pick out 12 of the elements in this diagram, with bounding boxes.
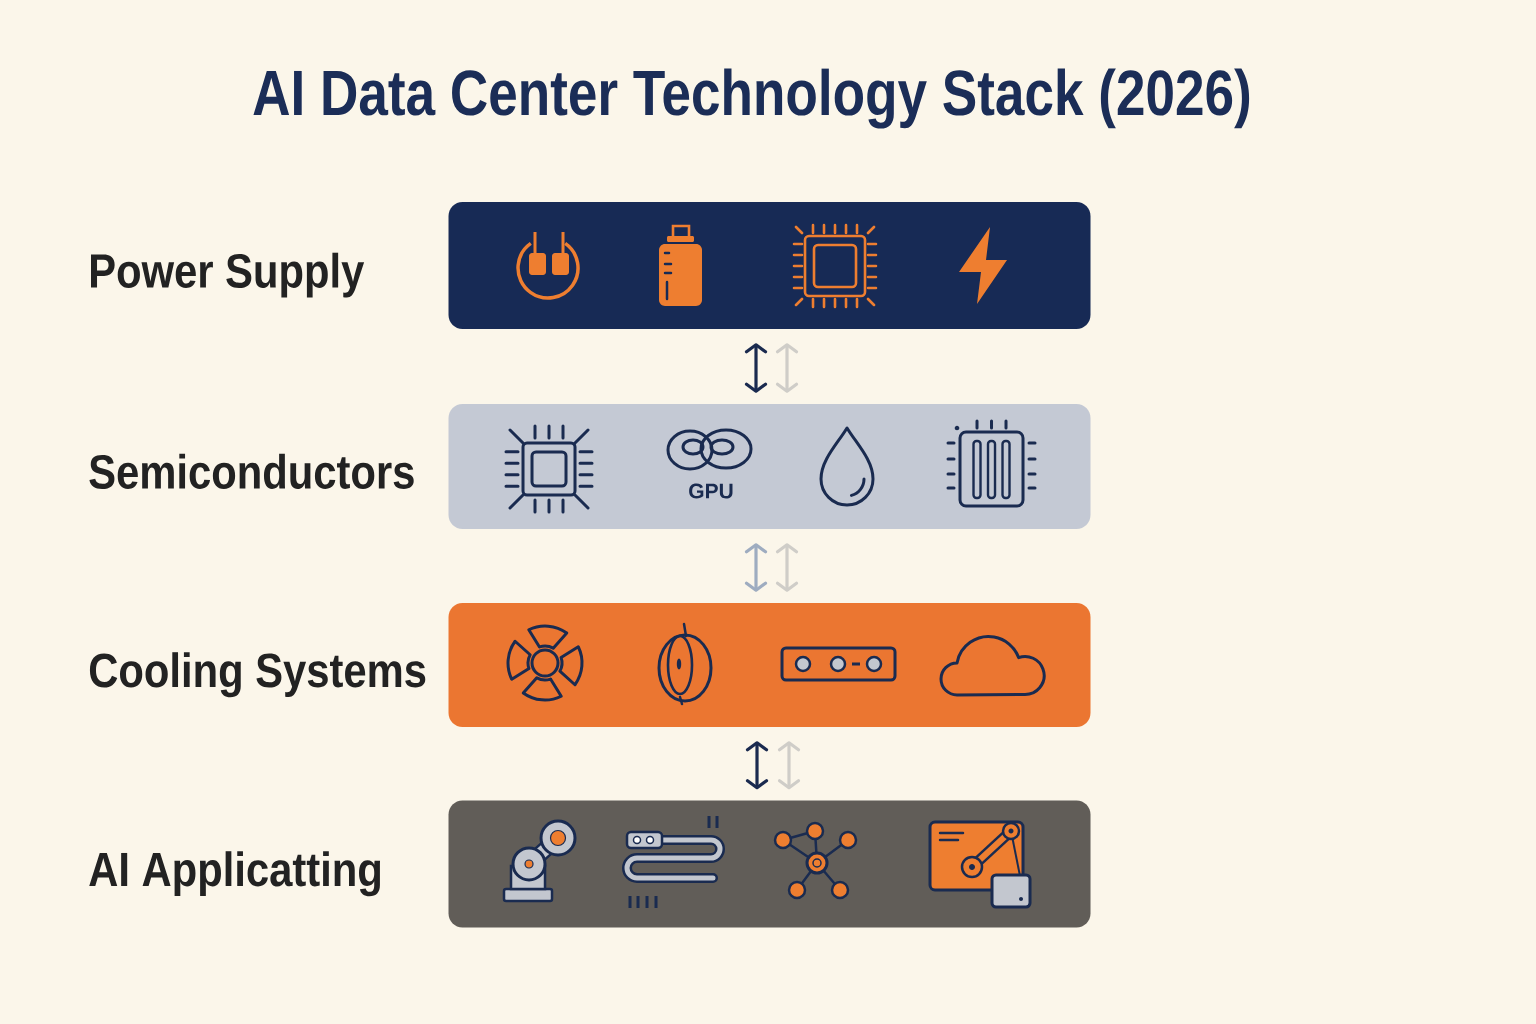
double-arrow [745,741,769,790]
layer-heading: Cooling Systems [89,652,426,698]
layer-heading: Power Supply [91,252,365,298]
layer-heading: Semiconductors [89,453,414,489]
double-arrow [744,543,768,592]
icon-caption: GPU [689,483,733,499]
double-arrow [777,741,801,790]
layer-heading: AI Applicatting [89,851,381,897]
double-arrow [744,343,768,393]
title: AI Data Center Technology Stack (2026) [253,68,1250,129]
double-arrow [775,343,799,393]
double-arrow [775,543,799,592]
